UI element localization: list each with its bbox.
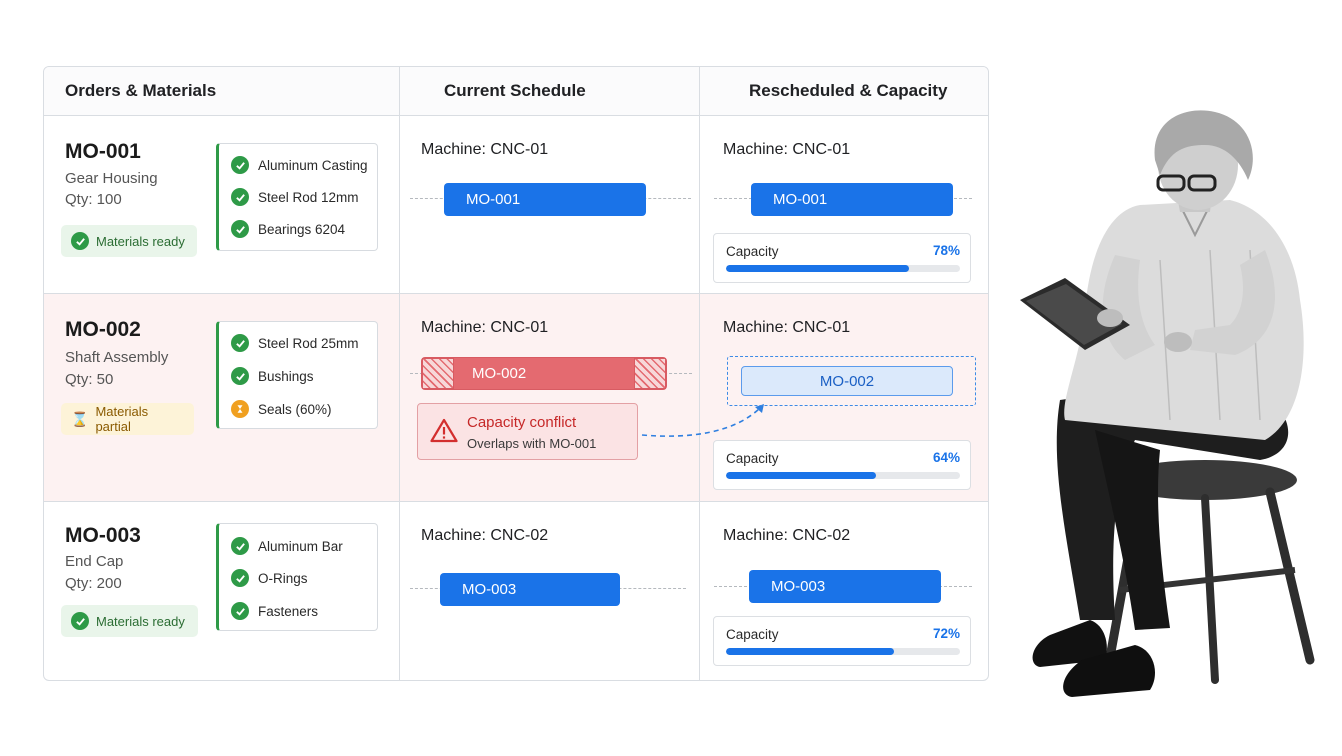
machine-label: Machine: CNC-01 — [723, 141, 851, 158]
check-icon — [231, 188, 249, 206]
material-item: Aluminum Bar — [231, 537, 343, 555]
check-icon — [231, 367, 249, 385]
hourglass-icon — [231, 400, 249, 418]
order-qty: Qty: 100 — [65, 191, 122, 208]
rescheduled-slot — [727, 356, 976, 406]
order-name: Gear Housing — [65, 170, 158, 187]
status-badge: Materials ready — [61, 225, 197, 257]
capacity-percent: 78% — [932, 243, 960, 258]
divider — [399, 67, 400, 680]
order-qty: Qty: 200 — [65, 575, 122, 592]
status-text: Materials ready — [96, 613, 185, 629]
order-qty: Qty: 50 — [65, 371, 114, 388]
check-icon — [231, 334, 249, 352]
capacity-card: Capacity 72% — [713, 616, 971, 666]
status-badge: Materials ready — [61, 605, 198, 637]
machine-label: Machine: CNC-02 — [723, 527, 851, 544]
machine-label: Machine: CNC-01 — [421, 141, 549, 158]
material-item: Steel Rod 12mm — [231, 188, 359, 206]
machine-label: Machine: CNC-02 — [421, 527, 549, 544]
check-icon — [231, 220, 249, 238]
conflict-bar[interactable]: MO-002 — [421, 357, 667, 390]
person-with-tablet-illustration — [1020, 110, 1315, 697]
scheduling-board: Orders & Materials Current Schedule Resc… — [43, 66, 989, 681]
check-icon — [231, 569, 249, 587]
status-text: Materials ready — [96, 233, 185, 249]
materials-card: Steel Rod 25mm Bushings Seals (60%) — [216, 321, 378, 429]
material-item: Fasteners — [231, 602, 318, 620]
material-item: Bearings 6204 — [231, 220, 345, 238]
capacity-percent: 64% — [932, 450, 960, 465]
machine-label: Machine: CNC-01 — [421, 319, 549, 336]
order-name: End Cap — [65, 553, 124, 570]
alert-title: Capacity conflict — [467, 414, 577, 431]
capacity-bar — [726, 648, 960, 655]
capacity-label: Capacity — [726, 627, 779, 642]
column-header-current: Current Schedule — [400, 67, 699, 115]
warning-icon — [430, 418, 458, 443]
materials-card: Aluminum Bar O-Rings Fasteners — [216, 523, 378, 631]
check-icon — [231, 537, 249, 555]
order-id[interactable]: MO-003 — [65, 524, 141, 547]
capacity-percent: 72% — [932, 626, 960, 641]
schedule-bar[interactable]: MO-001 — [444, 183, 646, 216]
order-id[interactable]: MO-001 — [65, 140, 141, 163]
capacity-card: Capacity 64% — [713, 440, 971, 490]
material-item: Aluminum Casting — [231, 156, 368, 174]
machine-label: Machine: CNC-01 — [723, 319, 851, 336]
capacity-fill — [726, 265, 909, 272]
overlap-hatch — [634, 358, 666, 389]
schedule-bar[interactable]: MO-003 — [440, 573, 620, 606]
hourglass-icon: ⌛ — [71, 410, 89, 427]
bar-label: MO-002 — [472, 365, 527, 382]
capacity-fill — [726, 648, 895, 655]
capacity-bar — [726, 265, 960, 272]
materials-card: Aluminum Casting Steel Rod 12mm Bearings… — [216, 143, 378, 251]
capacity-bar — [726, 472, 960, 479]
check-icon — [231, 602, 249, 620]
reschedule-arrow — [641, 404, 764, 437]
order-id[interactable]: MO-002 — [65, 318, 141, 341]
divider — [44, 115, 988, 116]
divider — [44, 293, 988, 294]
divider — [44, 501, 988, 502]
order-name: Shaft Assembly — [65, 349, 169, 366]
status-badge: ⌛ Materials partial — [61, 403, 194, 435]
capacity-label: Capacity — [726, 244, 779, 259]
overlap-hatch — [422, 358, 454, 389]
material-item: Bushings — [231, 367, 314, 385]
check-icon — [71, 232, 89, 250]
column-header-orders: Orders & Materials — [44, 67, 399, 115]
schedule-bar[interactable]: MO-003 — [749, 570, 941, 603]
column-header-rescheduled: Rescheduled & Capacity — [700, 67, 988, 115]
material-item: Seals (60%) — [231, 400, 332, 418]
capacity-card: Capacity 78% — [713, 233, 971, 283]
check-icon — [71, 612, 89, 630]
divider — [699, 67, 700, 680]
schedule-bar[interactable]: MO-002 — [741, 366, 953, 396]
capacity-label: Capacity — [726, 451, 779, 466]
conflict-alert: Capacity conflict Overlaps with MO-001 — [417, 403, 638, 460]
status-text: Materials partial — [95, 404, 149, 434]
alert-detail: Overlaps with MO-001 — [467, 436, 597, 451]
material-item: Steel Rod 25mm — [231, 334, 359, 352]
capacity-fill — [726, 472, 876, 479]
schedule-bar[interactable]: MO-001 — [751, 183, 953, 216]
material-item: O-Rings — [231, 569, 308, 587]
check-icon — [231, 156, 249, 174]
